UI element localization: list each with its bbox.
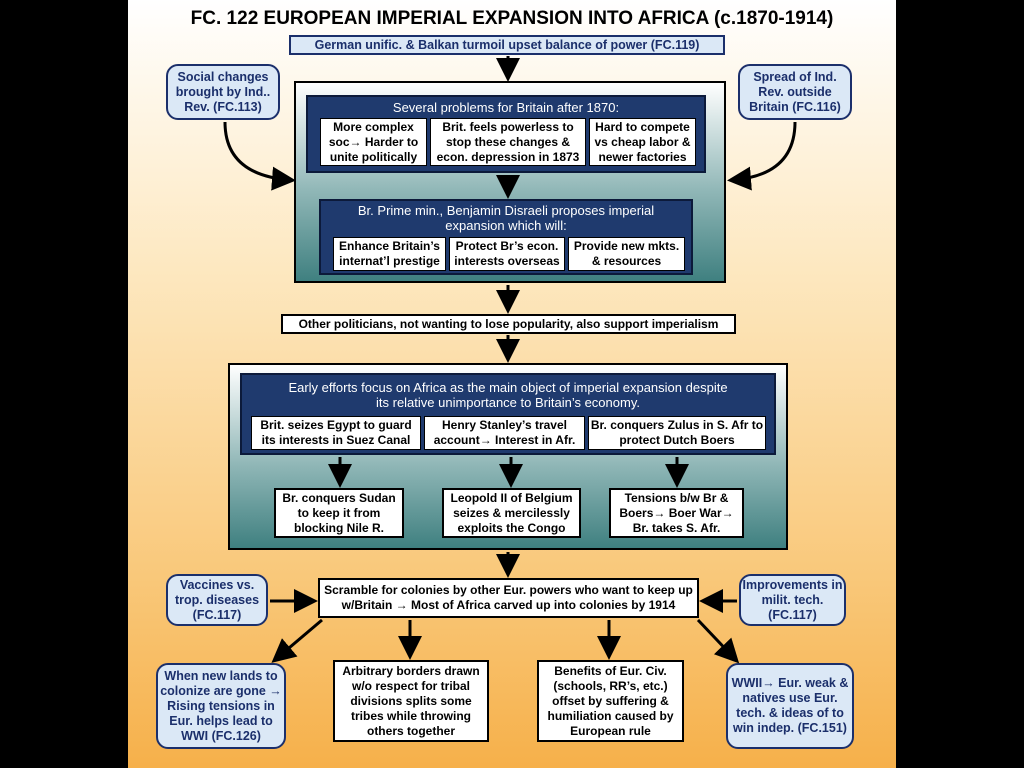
disraeli-item-3: Provide new mkts. & resources: [568, 237, 685, 271]
vaccines-box: Vaccines vs. trop. diseases (FC.117): [166, 574, 268, 626]
africa-item-3: Br. conquers Zulus in S. Afr to protect …: [588, 416, 766, 450]
scramble-box: Scramble for colonies by other Eur. powe…: [318, 578, 699, 618]
arrow-left-cause: [223, 121, 296, 191]
africa-result-3: Tensions b/w Br & Boers→ Boer War→ Br. t…: [609, 488, 744, 538]
africa-item-2: Henry Stanley’s travel account→ Interest…: [424, 416, 585, 450]
disraeli-header: Br. Prime min., Benjamin Disraeli propos…: [357, 203, 655, 233]
problem-item-1: More complex soc→ Harder to unite politi…: [320, 118, 427, 166]
problem-item-3: Hard to compete vs cheap labor & newer f…: [589, 118, 696, 166]
left-cause-box: Social changes brought by Ind.. Rev. (FC…: [166, 64, 280, 120]
arrow-effect-4: [696, 618, 740, 664]
politicians-box: Other politicians, not wanting to lose p…: [281, 314, 736, 334]
page-title: FC. 122 EUROPEAN IMPERIAL EXPANSION INTO…: [190, 8, 834, 29]
africa-result-2: Leopold II of Belgium seizes & merciless…: [442, 488, 581, 538]
arrow-right-cause: [727, 121, 797, 191]
problem-item-2: Brit. feels powerless to stop these chan…: [430, 118, 586, 166]
right-cause-box: Spread of Ind. Rev. outside Britain (FC.…: [738, 64, 852, 120]
effect-wwii-box: WWII→ Eur. weak & natives use Eur. tech.…: [726, 663, 854, 749]
effect-wwi-box: When new lands to colonize are gone → Ri…: [156, 663, 286, 749]
africa-result-1: Br. conquers Sudan to keep it from block…: [274, 488, 404, 538]
top-cause-box: German unific. & Balkan turmoil upset ba…: [289, 35, 725, 55]
disraeli-item-2: Protect Br’s econ. interests overseas: [449, 237, 565, 271]
arrow-effect-1: [271, 618, 323, 663]
effect-borders-box: Arbitrary borders drawn w/o respect for …: [333, 660, 489, 742]
problems-header: Several problems for Britain after 1870:: [392, 100, 620, 115]
military-box: Improvements in milit. tech. (FC.117): [739, 574, 846, 626]
africa-header: Early efforts focus on Africa as the mai…: [288, 380, 728, 410]
africa-item-1: Brit. seizes Egypt to guard its interest…: [251, 416, 421, 450]
disraeli-item-1: Enhance Britain’s internat’l prestige: [333, 237, 446, 271]
effect-benefits-box: Benefits of Eur. Civ. (schools, RR’s, et…: [537, 660, 684, 742]
